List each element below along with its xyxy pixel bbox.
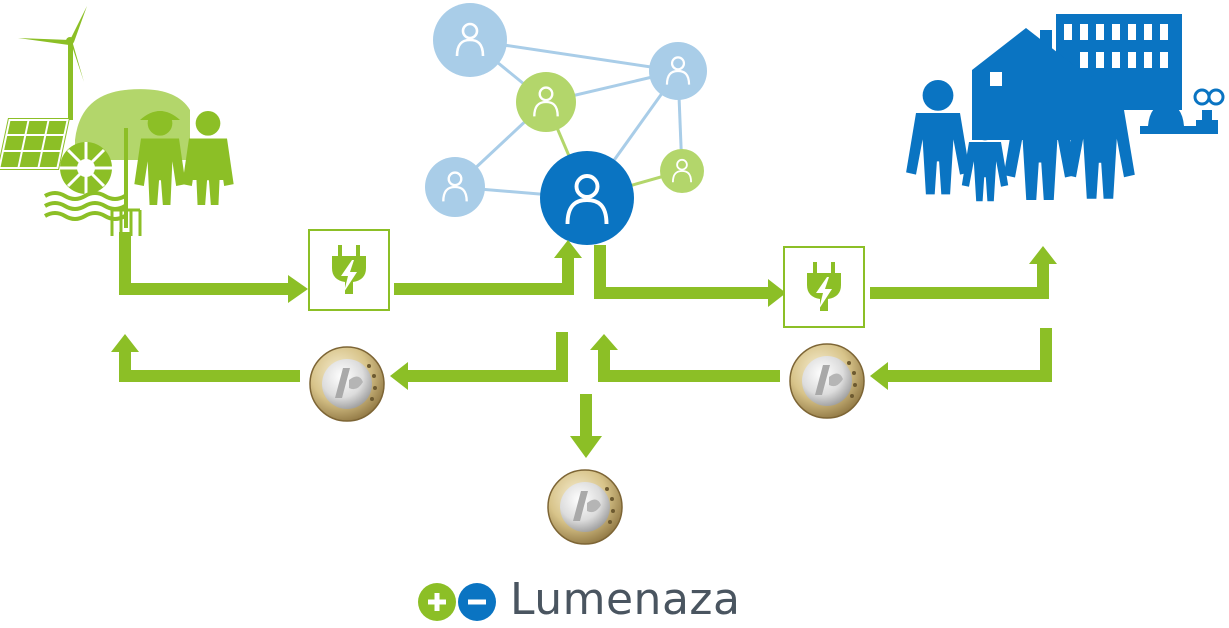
euro-coin-icon — [309, 346, 385, 422]
community-network-icon — [425, 3, 707, 245]
money-arrowheads — [111, 334, 888, 458]
consumers-illustration-icon — [906, 14, 1225, 202]
power-plug-icon — [308, 229, 390, 311]
producers-illustration-icon — [0, 6, 234, 236]
power-plug-icon — [783, 246, 865, 328]
lumenaza-logo-mark — [418, 583, 496, 621]
money-flow-arrows — [119, 328, 1052, 440]
energy-arrowheads — [288, 240, 1057, 307]
energy-flow-arrows — [119, 232, 1049, 299]
euro-coin-icon — [547, 469, 623, 545]
euro-coin-icon — [789, 343, 865, 419]
logo-wordmark: Lumenaza — [510, 574, 741, 625]
